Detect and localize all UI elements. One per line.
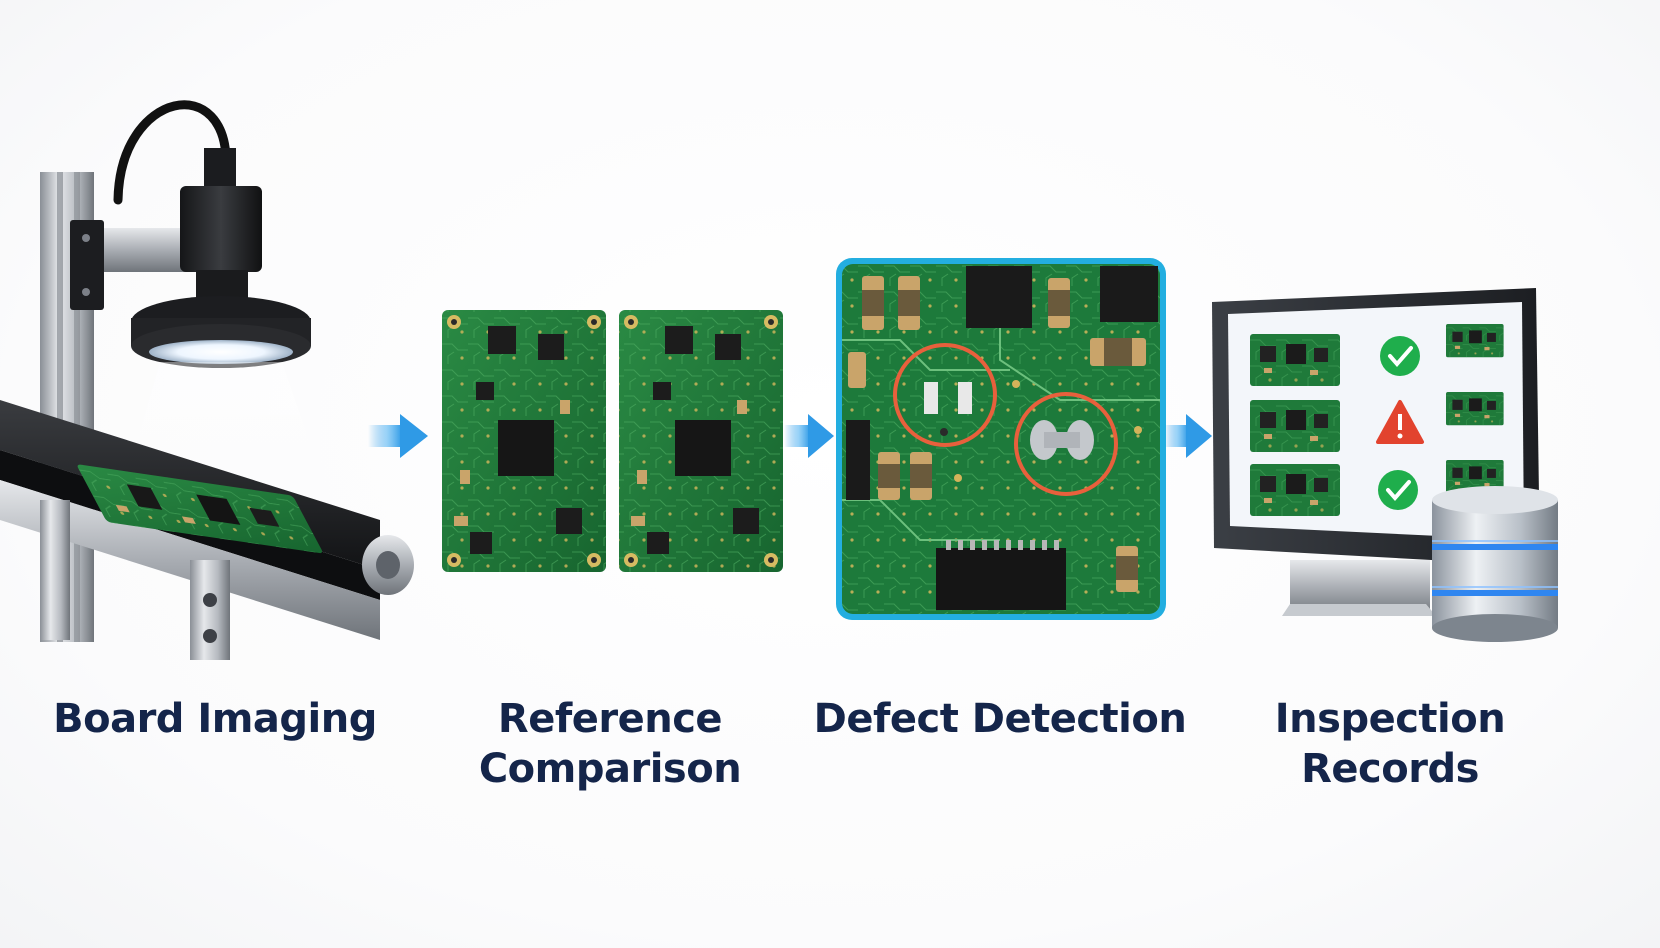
step-label-line: Board Imaging (53, 696, 377, 742)
pass-icon (1378, 470, 1418, 510)
step-label-line: Reference (497, 696, 723, 742)
step-label-line: Comparison (478, 746, 742, 792)
defect-circle-missing-part (893, 343, 997, 447)
pass-icon (1380, 336, 1420, 376)
inspection-camera-conveyor (0, 100, 414, 660)
flow-arrow-1 (368, 414, 428, 458)
step-label-line: Inspection (1274, 696, 1506, 742)
warning-icon (1376, 400, 1424, 444)
defect-circle-solder-bridge (1014, 392, 1118, 496)
flow-arrow-2 (784, 414, 834, 458)
step-label-defect-detection: Defect Detection (800, 694, 1200, 744)
step-label-line: Defect Detection (813, 696, 1187, 742)
step-label-line: Records (1301, 746, 1479, 792)
database-icon (1432, 486, 1558, 642)
reference-board-left (442, 310, 606, 572)
flow-arrow-3 (1164, 414, 1212, 458)
step-label-inspection-records: Inspection Records (1220, 694, 1560, 794)
step-label-board-imaging: Board Imaging (20, 694, 410, 744)
defect-detection-closeup (836, 258, 1166, 620)
step-label-reference-comparison: Reference Comparison (430, 694, 790, 794)
reference-board-right (619, 310, 783, 572)
